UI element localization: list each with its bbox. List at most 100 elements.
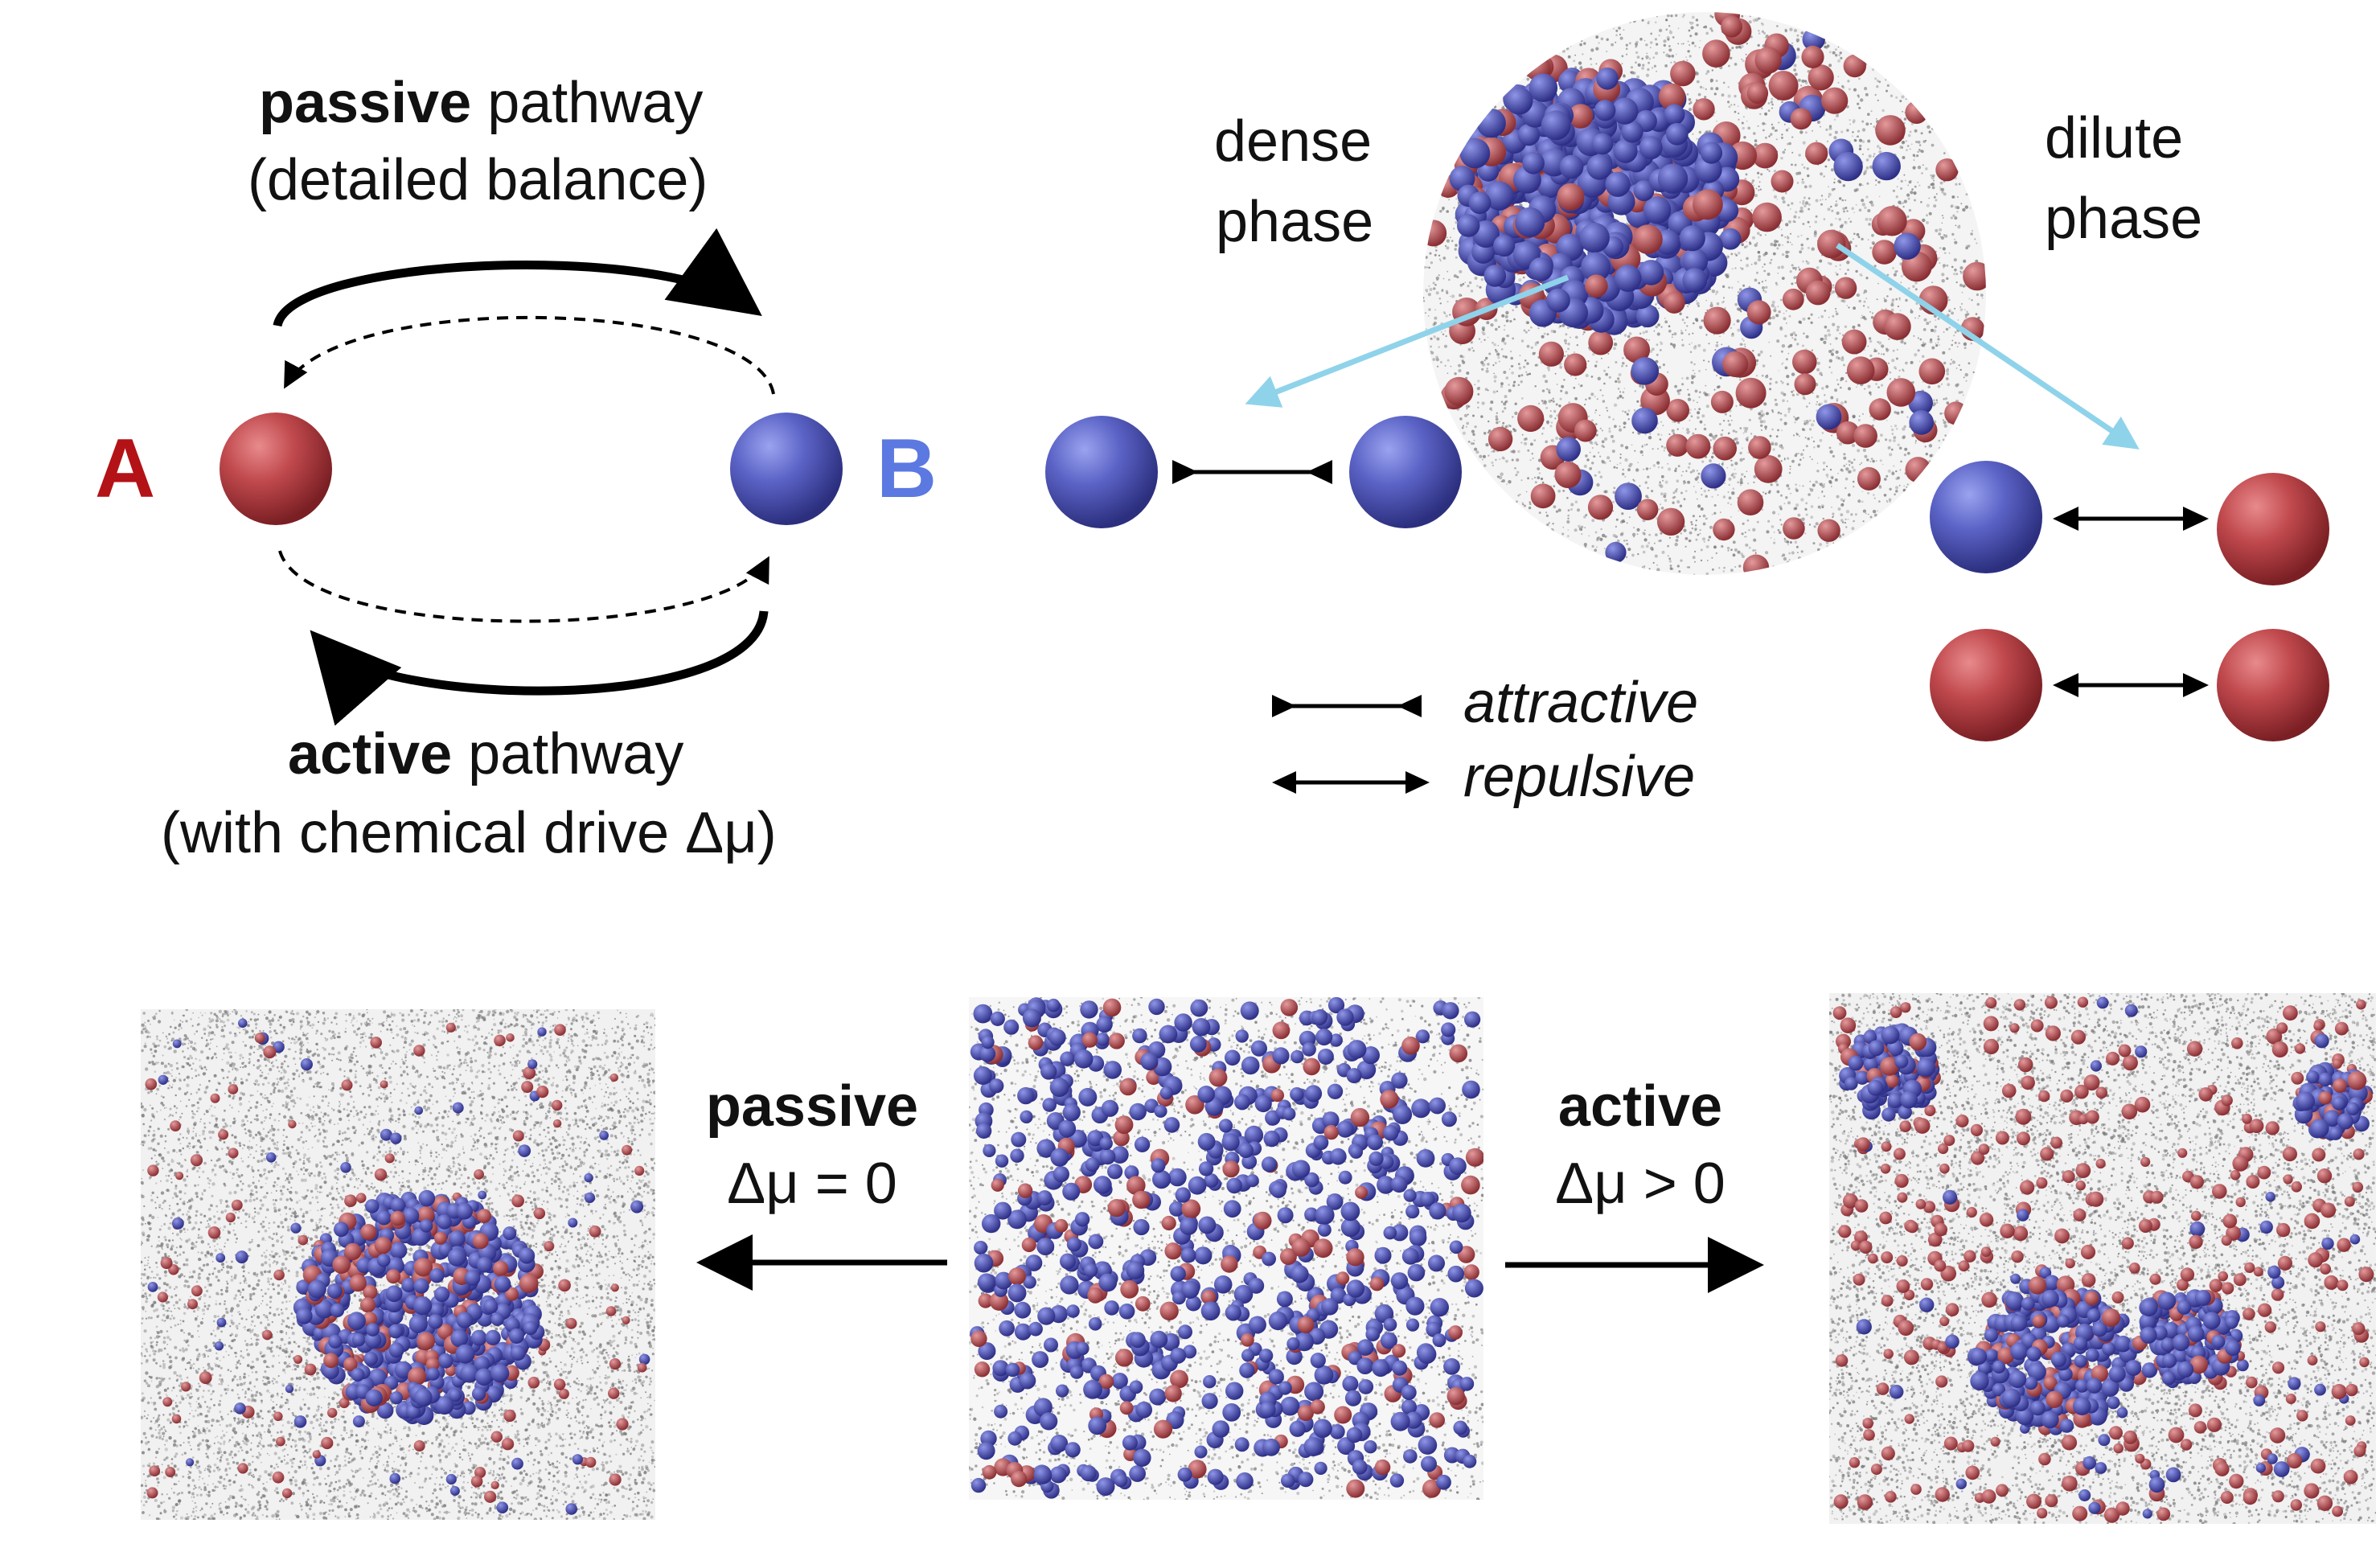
solvent-dot	[1914, 440, 1917, 442]
solvent-dot	[1790, 492, 1791, 495]
solvent-dot	[1829, 450, 1833, 454]
solvent-dot	[1699, 391, 1701, 394]
solvent-dot	[1932, 399, 1936, 402]
solvent-dot	[1814, 220, 1818, 224]
solvent-dot	[1787, 457, 1790, 460]
solvent-dot	[1900, 275, 1903, 277]
solvent-dot	[1671, 336, 1673, 339]
solvent-dot	[1876, 79, 1879, 83]
solvent-dot	[1826, 476, 1828, 478]
solvent-dot	[1550, 410, 1552, 412]
solvent-dot	[1827, 329, 1831, 333]
solvent-dot	[1895, 96, 1898, 99]
solvent-dot	[1891, 359, 1895, 363]
solvent-dot	[1715, 434, 1718, 437]
solvent-dot	[1835, 54, 1838, 57]
solvent-dot	[1664, 480, 1668, 484]
solvent-dot	[1954, 341, 1957, 344]
solvent-dot	[1856, 386, 1857, 388]
solvent-dot	[1803, 457, 1804, 459]
solvent-dot	[1844, 477, 1849, 481]
solvent-dot	[1965, 193, 1968, 196]
solvent-dot	[1653, 64, 1656, 68]
solvent-dot	[1780, 524, 1783, 526]
solvent-dot	[1495, 415, 1499, 418]
solvent-dot	[1435, 291, 1439, 295]
solvent-dot	[1798, 216, 1800, 219]
solvent-dot	[1483, 432, 1487, 435]
solvent-dot	[1861, 275, 1863, 277]
solvent-dot	[1730, 56, 1733, 60]
solvent-dot	[1485, 356, 1488, 360]
solvent-dot	[1876, 298, 1878, 301]
solvent-dot	[1781, 253, 1785, 257]
solvent-dot	[1746, 519, 1750, 522]
solvent-dot	[1787, 352, 1790, 355]
solvent-dot	[1789, 466, 1791, 467]
solvent-dot	[1750, 433, 1753, 435]
solvent-dot	[1615, 525, 1618, 528]
solvent-dot	[1584, 404, 1586, 406]
solvent-dot	[1829, 262, 1832, 265]
solvent-dot	[1573, 386, 1576, 389]
solvent-dot	[1665, 28, 1668, 31]
solvent-dot	[1687, 466, 1691, 469]
solvent-dot	[1781, 101, 1784, 104]
solvent-dot	[1715, 87, 1719, 91]
solvent-dot	[1832, 314, 1835, 318]
solvent-dot	[1898, 484, 1901, 487]
solvent-dot	[1775, 435, 1779, 438]
solvent-dot	[1655, 533, 1658, 536]
solvent-dot	[1695, 519, 1697, 522]
solvent-dot	[1731, 47, 1734, 50]
solvent-dot	[1893, 273, 1897, 277]
solvent-dot	[1668, 330, 1672, 333]
solvent-dot	[1836, 478, 1838, 481]
solvent-dot	[1593, 455, 1596, 458]
solvent-dot	[1542, 374, 1546, 378]
solvent-dot	[1771, 126, 1775, 130]
solvent-dot	[1668, 31, 1673, 35]
solvent-dot	[1929, 321, 1931, 323]
solvent-dot	[1757, 353, 1761, 357]
solvent-dot	[1502, 457, 1505, 460]
solvent-dot	[1565, 47, 1570, 51]
solvent-dot	[1453, 228, 1455, 230]
solvent-dot	[1549, 425, 1553, 428]
solvent-dot	[1950, 205, 1953, 208]
solvent-dot	[1767, 273, 1771, 276]
solvent-dot	[1697, 504, 1701, 508]
solvent-dot	[1792, 266, 1795, 269]
solvent-dot	[1780, 157, 1783, 160]
solvent-dot	[1800, 550, 1803, 553]
solvent-dot	[1867, 139, 1871, 143]
solvent-dot	[1811, 247, 1815, 251]
solvent-dot	[1830, 372, 1833, 374]
solvent-dot	[1724, 482, 1726, 484]
solvent-dot	[1482, 332, 1486, 335]
solvent-dot	[1532, 351, 1536, 355]
solvent-dot	[1478, 338, 1481, 340]
solvent-dot	[1806, 167, 1809, 170]
solvent-dot	[1520, 380, 1523, 384]
solvent-dot	[1936, 401, 1939, 404]
solvent-dot	[1689, 351, 1693, 354]
solvent-dot	[1762, 121, 1766, 125]
solvent-dot	[1901, 146, 1904, 149]
solvent-dot	[1861, 199, 1865, 203]
solvent-dot	[1705, 88, 1707, 91]
solvent-dot	[1917, 181, 1919, 183]
solvent-dot	[1875, 184, 1877, 187]
solvent-dot	[1863, 300, 1866, 303]
solvent-dot	[1495, 327, 1498, 331]
solvent-dot	[1521, 397, 1524, 400]
solvent-dot	[1545, 511, 1548, 514]
solvent-dot	[1837, 76, 1840, 77]
solvent-dot	[1941, 279, 1945, 283]
solvent-dot	[1852, 325, 1856, 329]
solvent-dot	[1884, 478, 1887, 481]
solvent-dot	[1694, 528, 1697, 531]
solvent-dot	[1953, 258, 1957, 262]
solvent-dot	[1913, 159, 1915, 162]
particle-b	[730, 413, 843, 525]
